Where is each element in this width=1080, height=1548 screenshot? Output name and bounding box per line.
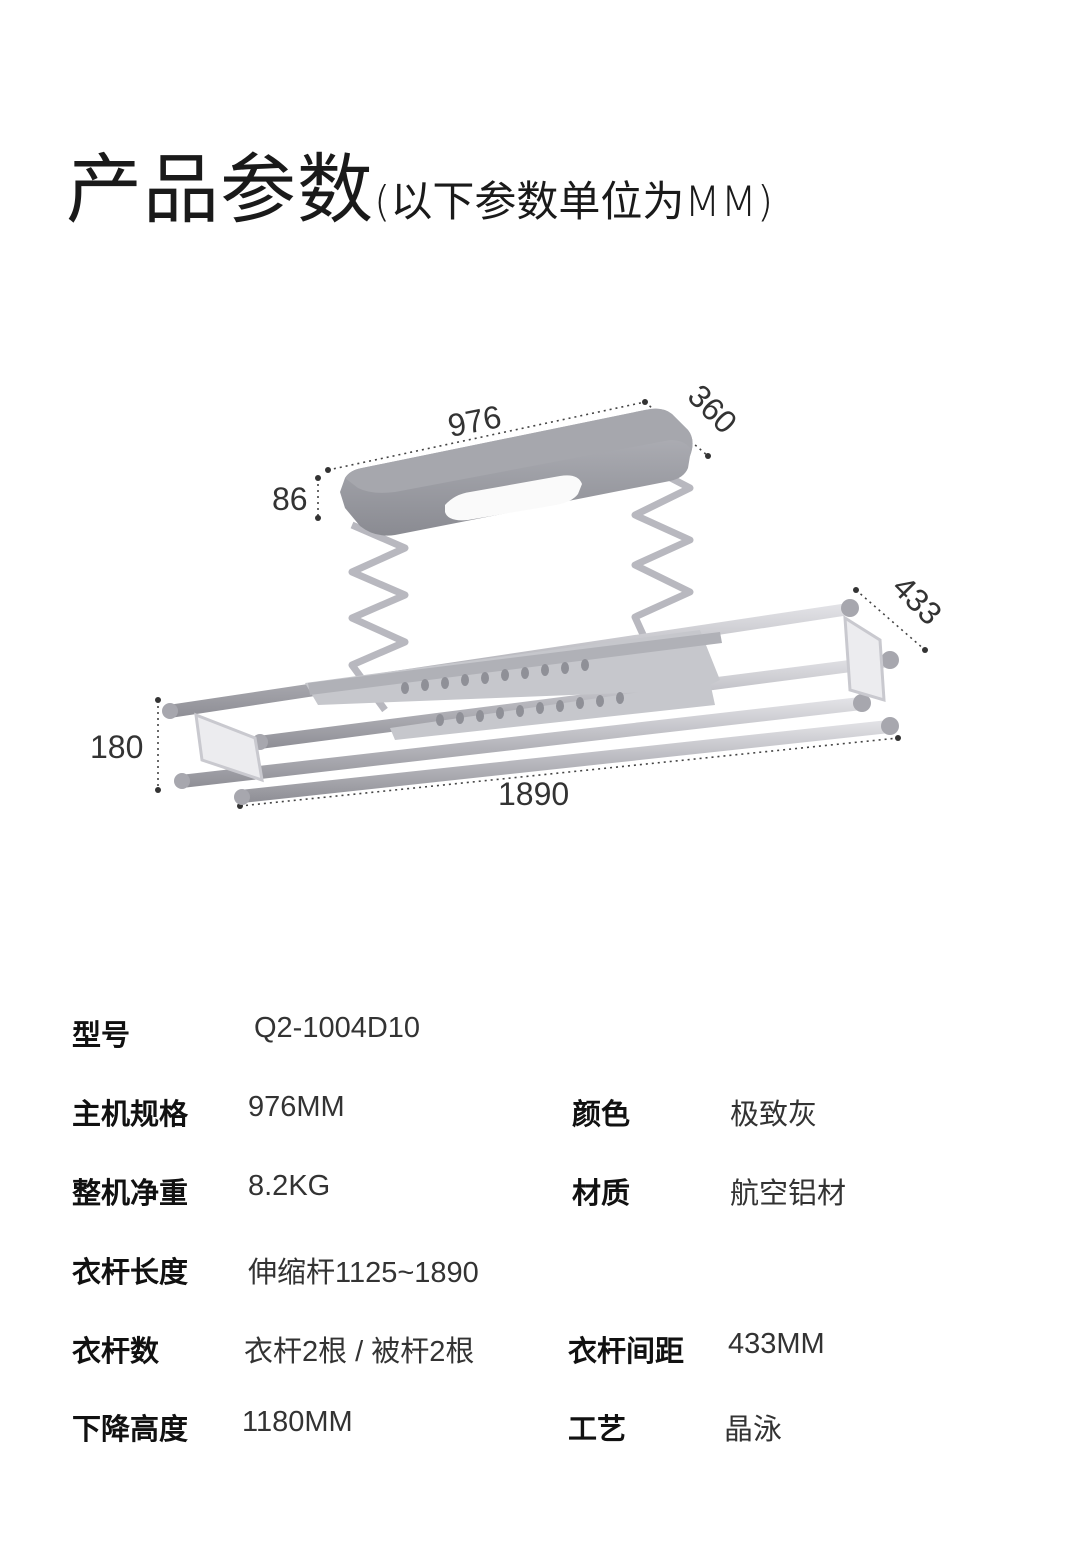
spec-value-weight: 8.2KG — [248, 1170, 331, 1202]
spec-value-color: 极致灰 — [730, 1099, 818, 1131]
spec-label-weight: 整机净重 — [72, 1176, 189, 1210]
spec-label-color: 颜色 — [572, 1097, 631, 1131]
spec-label-material: 材质 — [572, 1176, 631, 1210]
spec-value-material: 航空铝材 — [730, 1178, 847, 1210]
spec-label-rod-length: 衣杆长度 — [72, 1255, 189, 1289]
dim-rack-height: 180 — [90, 729, 143, 765]
spec-label-host-size: 主机规格 — [72, 1097, 189, 1131]
spec-value-rod-count: 衣杆2根 / 被杆2根 — [244, 1336, 475, 1368]
dim-width-top: 976 — [445, 398, 504, 444]
dimension-dots — [155, 399, 928, 809]
dim-depth-top: 360 — [681, 377, 744, 440]
title-main: 产品参数 — [66, 145, 374, 234]
rack-rods — [162, 599, 899, 805]
spec-label-model: 型号 — [72, 1018, 131, 1052]
dim-rack-length: 1890 — [498, 776, 569, 812]
spec-label-rod-spacing: 衣杆间距 — [568, 1334, 685, 1368]
spec-label-rod-count: 衣杆数 — [72, 1334, 160, 1368]
title-unit-note: (以下参数单位为MM) — [374, 177, 774, 226]
scissor-arms — [348, 458, 694, 713]
spec-value-rod-length: 伸缩杆1125~1890 — [248, 1257, 479, 1289]
spec-label-craft: 工艺 — [568, 1412, 627, 1446]
end-brackets — [194, 615, 886, 783]
dim-rack-depth: 433 — [886, 569, 949, 632]
page-title: 产品参数(以下参数单位为MM) — [66, 128, 773, 238]
spec-value-host-size: 976MM — [248, 1091, 345, 1123]
motor-housing — [340, 408, 693, 536]
spec-value-drop-height: 1180MM — [242, 1406, 353, 1438]
product-diagram: 976 360 86 433 180 1890 — [90, 377, 949, 812]
frame-rails — [305, 630, 722, 740]
dim-height-top: 86 — [272, 481, 308, 517]
spec-value-model: Q2-1004D10 — [254, 1012, 421, 1044]
spec-label-drop-height: 下降高度 — [72, 1412, 189, 1446]
spec-value-rod-spacing: 433MM — [728, 1328, 825, 1360]
spec-value-craft: 晶泳 — [724, 1414, 783, 1446]
